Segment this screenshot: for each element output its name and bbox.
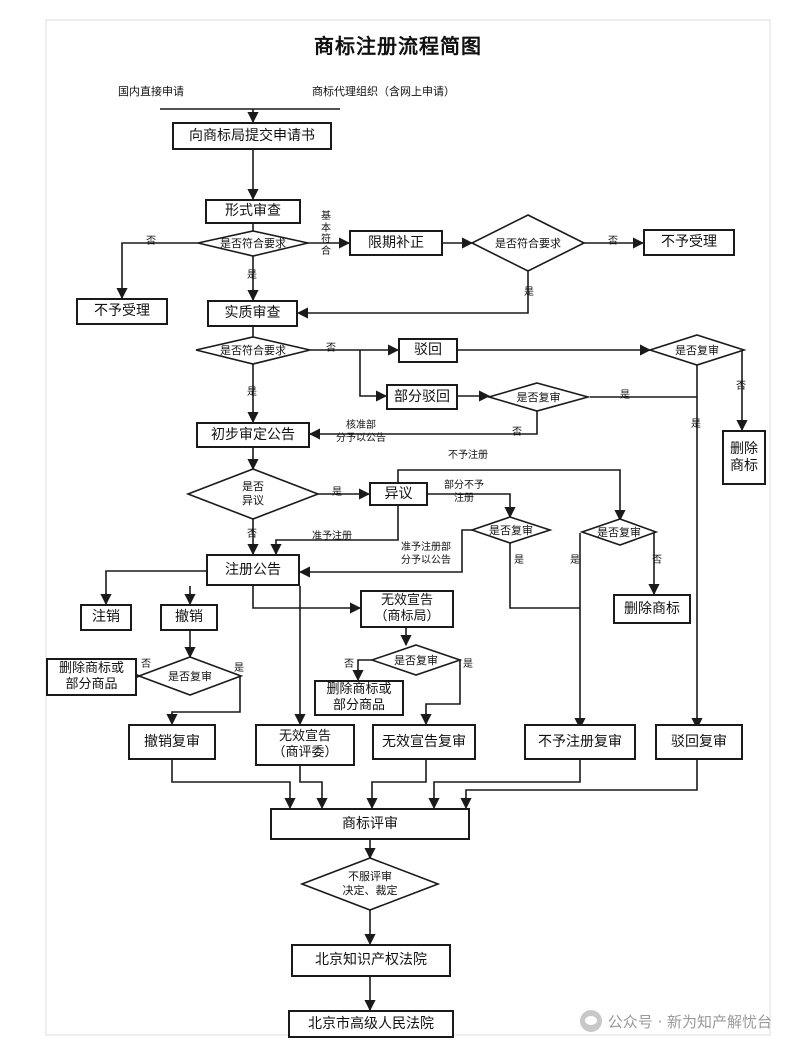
text-d-review-top: 是否复审 <box>675 344 719 357</box>
edge-no-8: 否 <box>141 659 151 670</box>
edge-yes-1: 是 <box>247 270 257 281</box>
edge-yes-5: 是 <box>620 390 630 401</box>
diamond-dissatisfied <box>299 857 441 911</box>
box-prelim: 初步审定公告 <box>196 422 310 448</box>
diamond-review-invalid <box>369 644 463 676</box>
chart-title: 商标注册流程简图 <box>314 34 482 58</box>
box-invalid-review: 无效宣告复审 <box>372 724 476 760</box>
box-rejected: 驳回 <box>398 338 458 363</box>
edge-basic-meets: 基 本 符 合 <box>321 211 331 257</box>
edge-approve-reg: 准予注册 <box>312 531 352 542</box>
text-d-meets-2: 是否符合要求 <box>495 237 561 250</box>
watermark-text: 公众号 · 新为知产解忧台 <box>607 1012 772 1031</box>
box-revoke: 撤销 <box>160 604 218 631</box>
text-d-objection: 是否 异议 <box>242 480 264 507</box>
text-d-review-mid: 是否复审 <box>516 391 561 404</box>
edge-yes-9: 是 <box>234 663 244 674</box>
edge-yes-2: 是 <box>524 287 534 298</box>
edge-yes-4: 是 <box>691 419 701 430</box>
box-correction: 限期补正 <box>349 230 443 256</box>
edge-partial-not: 部分不予 注册 <box>444 480 484 504</box>
edge-no-5: 否 <box>512 427 522 438</box>
edge-no-2: 否 <box>608 236 618 247</box>
edge-approve-partial: 核准部 分予以公告 <box>336 420 386 444</box>
box-cancel: 注销 <box>80 604 132 631</box>
edge-approve-partial-reg: 准予注册部 分予以公告 <box>401 542 451 566</box>
text-d-meets-3: 是否符合要求 <box>220 344 286 357</box>
edge-yes-7: 是 <box>514 555 524 566</box>
text-d-review-obj: 是否复审 <box>489 524 533 537</box>
diamond-review-top <box>647 334 747 366</box>
box-formal: 形式审查 <box>205 199 301 224</box>
box-reject-right: 不予受理 <box>643 229 735 256</box>
edge-not-register: 不予注册 <box>448 450 488 461</box>
box-delete-mark2: 删除商标 <box>613 594 691 624</box>
diamond-review-obj2 <box>579 518 659 546</box>
text-d-review-revoke: 是否复审 <box>168 670 212 683</box>
box-objection: 异议 <box>369 482 428 506</box>
diamond-objection <box>185 468 321 520</box>
diamond-meets-1 <box>197 230 309 257</box>
box-reject-review: 驳回复审 <box>655 724 743 760</box>
edge-no-7: 否 <box>652 555 662 566</box>
box-partial-reject: 部分驳回 <box>386 384 458 410</box>
edge-yes-8: 是 <box>570 555 580 566</box>
diamond-review-revoke <box>136 656 244 696</box>
box-reject-left: 不予受理 <box>76 298 168 325</box>
edge-no-3: 否 <box>326 343 336 354</box>
box-delete-mark: 删除 商标 <box>722 430 766 485</box>
box-high-court: 北京市高级人民法院 <box>288 1010 454 1038</box>
box-invalid-office: 无效宣告 （商标局） <box>360 590 454 628</box>
diamond-review-mid <box>486 382 592 412</box>
edge-no-6: 否 <box>247 529 257 540</box>
box-reg-announce: 注册公告 <box>206 554 300 586</box>
text-d-review-invalid: 是否复审 <box>394 654 438 667</box>
edge-yes-3: 是 <box>247 387 257 398</box>
diamond-review-obj <box>469 516 553 544</box>
text-d-dissatisfied: 不服评审 决定、裁定 <box>342 870 398 897</box>
box-submit: 向商标局提交申请书 <box>172 122 332 150</box>
box-invalid-trab: 无效宣告 （商评委） <box>255 724 355 766</box>
label-agency: 商标代理组织（含网上申请） <box>312 85 455 98</box>
edge-no-9: 否 <box>344 659 354 670</box>
box-ip-court: 北京知识产权法院 <box>291 944 451 977</box>
edge-yes-10: 是 <box>463 659 473 670</box>
text-d-meets-1: 是否符合要求 <box>220 237 286 250</box>
box-delete-partial-left: 删除商标或 部分商品 <box>46 658 137 696</box>
box-noreg-review: 不予注册复审 <box>524 724 636 760</box>
watermark: 公众号 · 新为知产解忧台 <box>579 1010 772 1032</box>
wechat-icon <box>579 1010 602 1032</box>
box-substantive: 实质审查 <box>207 300 298 327</box>
diamond-meets-3 <box>195 336 311 365</box>
edge-no-4: 否 <box>736 381 746 392</box>
box-trab: 商标评审 <box>270 808 470 840</box>
edge-no-1: 否 <box>146 236 156 247</box>
text-d-review-obj2: 是否复审 <box>597 526 641 539</box>
box-delete-partial-mid: 删除商标或 部分商品 <box>314 680 404 716</box>
diamond-meets-2 <box>470 214 586 272</box>
edge-yes-6: 是 <box>332 487 342 498</box>
label-domestic: 国内直接申请 <box>118 85 184 98</box>
box-revoke-review: 撤销复审 <box>128 724 216 760</box>
